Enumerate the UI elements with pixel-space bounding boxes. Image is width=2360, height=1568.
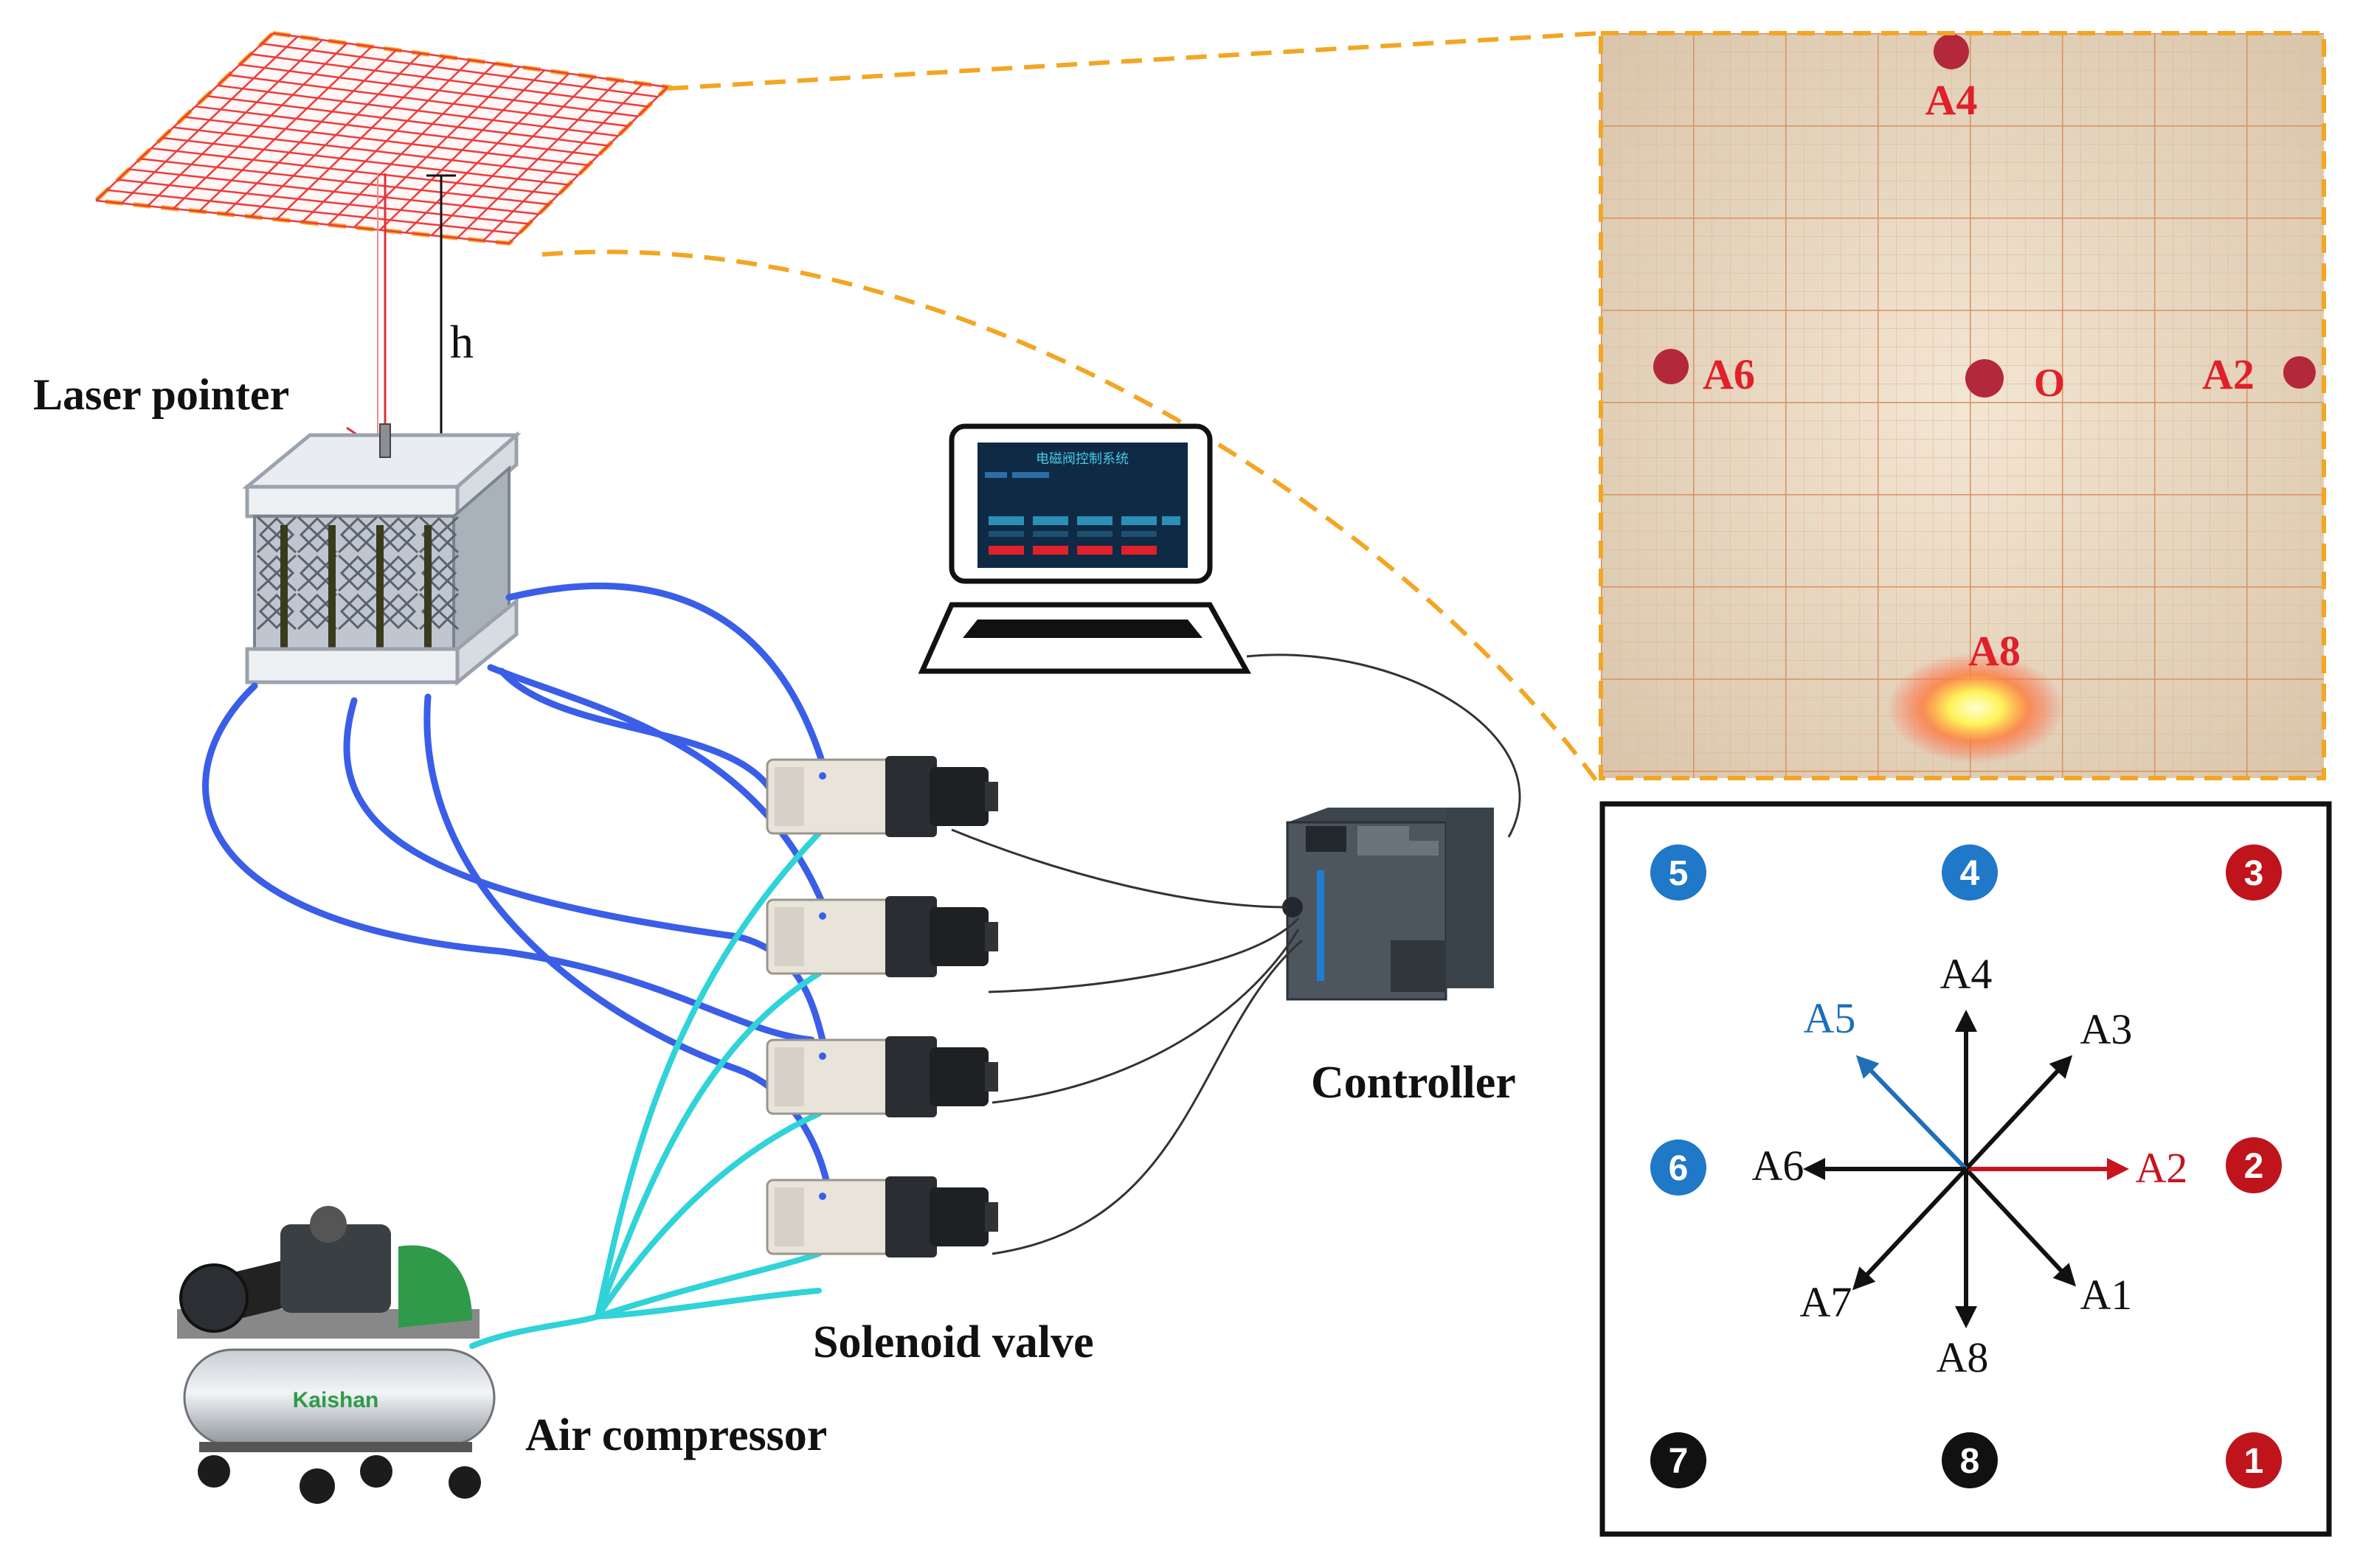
laser-spot-photo: A4 A6 O A2 A8 (1599, 31, 2326, 780)
numbered-badge: 6 (1650, 1139, 1706, 1196)
direction-arrow (1964, 1055, 2073, 1171)
zoom-callout-lines (541, 31, 1600, 783)
spot-o (1965, 359, 2004, 398)
direction-arrow-label: A3 (2080, 1005, 2133, 1053)
spot-label-o: O (2034, 361, 2065, 405)
laser-beam (377, 173, 387, 435)
svg-text:5: 5 (1669, 854, 1689, 893)
target-grid (91, 30, 673, 246)
solenoid-valve-label: Solenoid valve (813, 1317, 1094, 1367)
svg-text:3: 3 (2244, 854, 2264, 893)
direction-arrow-label: A5 (1804, 994, 1856, 1042)
cyan-hoses (469, 830, 822, 1349)
numbered-badge: 2 (2226, 1137, 2282, 1193)
spot-label-a4: A4 (1925, 76, 1978, 124)
solenoid-valve (766, 756, 998, 837)
screen-title: 电磁阀控制系统 (1036, 451, 1129, 467)
svg-text:6: 6 (1669, 1149, 1689, 1188)
svg-text:2: 2 (2244, 1147, 2264, 1186)
direction-arrow-label: A8 (1937, 1333, 1989, 1381)
spot-label-a6: A6 (1703, 350, 1755, 398)
svg-text:7: 7 (1669, 1442, 1689, 1481)
air-compressor-label: Air compressor (525, 1410, 827, 1460)
numbered-badge: 4 (1942, 844, 1998, 901)
direction-arrow (1852, 1167, 1968, 1291)
controller-label: Controller (1311, 1058, 1516, 1108)
spot-label-a8: A8 (1968, 627, 2021, 675)
numbered-badge: 5 (1650, 844, 1706, 901)
direction-arrow-label: A6 (1752, 1142, 1804, 1190)
direction-arrow-label: A7 (1800, 1278, 1852, 1326)
laptop: 电磁阀控制系统 (918, 423, 1251, 674)
solenoid-valve (766, 1176, 998, 1257)
numbered-badge: 1 (2226, 1432, 2282, 1488)
solenoid-valve (766, 1036, 998, 1117)
height-label: h (450, 316, 474, 368)
controller (1282, 808, 1494, 1001)
solenoid-valve (766, 896, 998, 977)
direction-arrow-label: A2 (2136, 1144, 2188, 1192)
svg-text:4: 4 (1960, 854, 1980, 893)
spot-a2 (2283, 356, 2316, 389)
spot-a4 (1934, 34, 1969, 69)
metamaterial-cube (242, 423, 522, 687)
direction-arrow (1964, 1167, 2077, 1287)
svg-text:8: 8 (1960, 1442, 1980, 1481)
laser-pointer-label: Laser pointer (33, 370, 289, 419)
numbered-badge: 8 (1942, 1432, 1998, 1488)
svg-text:1: 1 (2244, 1442, 2264, 1481)
direction-arrow (1855, 1055, 1968, 1171)
compressor-brand: Kaishan (293, 1388, 379, 1412)
direction-arrow-label: A4 (1940, 950, 1993, 998)
spot-a6 (1653, 349, 1689, 384)
controller-wires (951, 828, 1303, 1255)
air-compressor: Kaishan (177, 1206, 496, 1504)
numbered-badge: 3 (2226, 844, 2282, 901)
spot-label-a2: A2 (2202, 350, 2255, 398)
solenoid-valves (766, 756, 998, 1257)
numbered-badge: 7 (1650, 1432, 1706, 1488)
direction-arrow-label: A1 (2080, 1271, 2133, 1319)
